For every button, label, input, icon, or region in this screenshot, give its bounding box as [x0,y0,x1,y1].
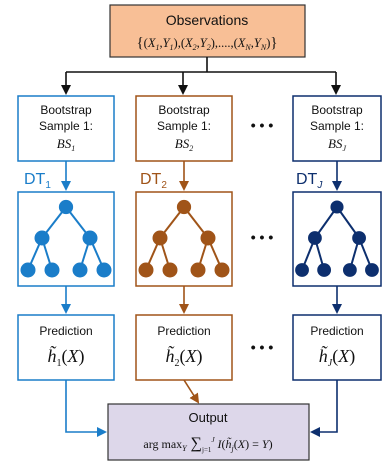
prediction-formula-1: h̃1(X) [48,345,85,369]
ellipsis-trees: • • • [251,229,274,245]
bootstrap-sample-label-1: Sample 1: [39,119,93,133]
prediction-label-1: Prediction [39,324,92,338]
column-3: Bootstrap Sample 1: BSJ DTJ Prediction h… [292,95,382,381]
bootstrap-label-1: Bootstrap [40,103,92,117]
tree-node [352,231,366,245]
bs-label-2: BS2 [175,136,193,153]
prediction-formula-3: h̃J(X) [319,345,355,369]
tree-node [34,230,50,246]
dt-label-2: DT2 [140,171,167,191]
prediction-label-2: Prediction [157,324,210,338]
output-node: Output arg maxY ∑j=1J I(h̃j(X) = Y) [107,403,310,461]
bs-label-1: BS1 [57,136,75,153]
tree-node [152,230,168,246]
output-box [107,403,310,461]
dt-label-1: DT1 [24,171,51,191]
tree-node [365,263,379,277]
tree-node [295,263,309,277]
tree-node [330,200,344,214]
tree-node [200,230,216,246]
ellipsis-predictions: • • • [251,339,274,355]
observations-node: Observations {(X1,Y1),(X2,Y2),....,(XN,Y… [109,4,306,58]
tree-node [214,262,230,278]
tree-node [317,263,332,277]
prediction-label-3: Prediction [310,324,363,338]
bootstrap-box-3 [292,95,382,162]
tree-node [72,262,88,278]
column-1: Bootstrap Sample 1: BS1 DT1 Prediction h… [17,95,115,381]
arrow-prediction-2-to-output [183,379,200,404]
tree-node [82,230,98,246]
arrow-prediction-1-to-output [65,380,107,437]
tree-node [44,262,60,278]
ellipsis-bootstrap: • • • [251,117,274,133]
bootstrap-label-2: Bootstrap [158,103,210,117]
tree-node [190,262,206,278]
prediction-formula-2: h̃2(X) [166,345,203,369]
prediction-box-2 [135,314,233,381]
observations-connectors [61,57,341,95]
tree-node [58,199,74,215]
prediction-box-1 [17,314,115,381]
arrow-prediction-3-to-output [310,380,338,437]
column-2: Bootstrap Sample 1: BS2 DT2 Prediction h… [135,95,233,381]
prediction-box-3 [292,314,382,381]
decision-tree-icon-1 [20,199,112,278]
tree-node [96,262,112,278]
bootstrap-sample-label-2: Sample 1: [157,119,211,133]
output-title: Output [188,410,227,425]
bootstrap-sample-label-3: Sample 1: [310,119,364,133]
tree-node [162,262,178,278]
tree-node [342,263,357,277]
dt-label-3: DTJ [296,171,323,191]
tree-node [138,262,154,278]
bs-label-3: BSJ [328,136,346,153]
tree-node [176,199,192,215]
observations-box [109,4,306,58]
decision-tree-icon-3 [295,200,379,277]
bootstrap-label-3: Bootstrap [311,103,363,117]
tree-node [308,231,322,245]
observations-title: Observations [166,12,248,28]
decision-tree-icon-2 [138,199,230,278]
tree-node [20,262,36,278]
